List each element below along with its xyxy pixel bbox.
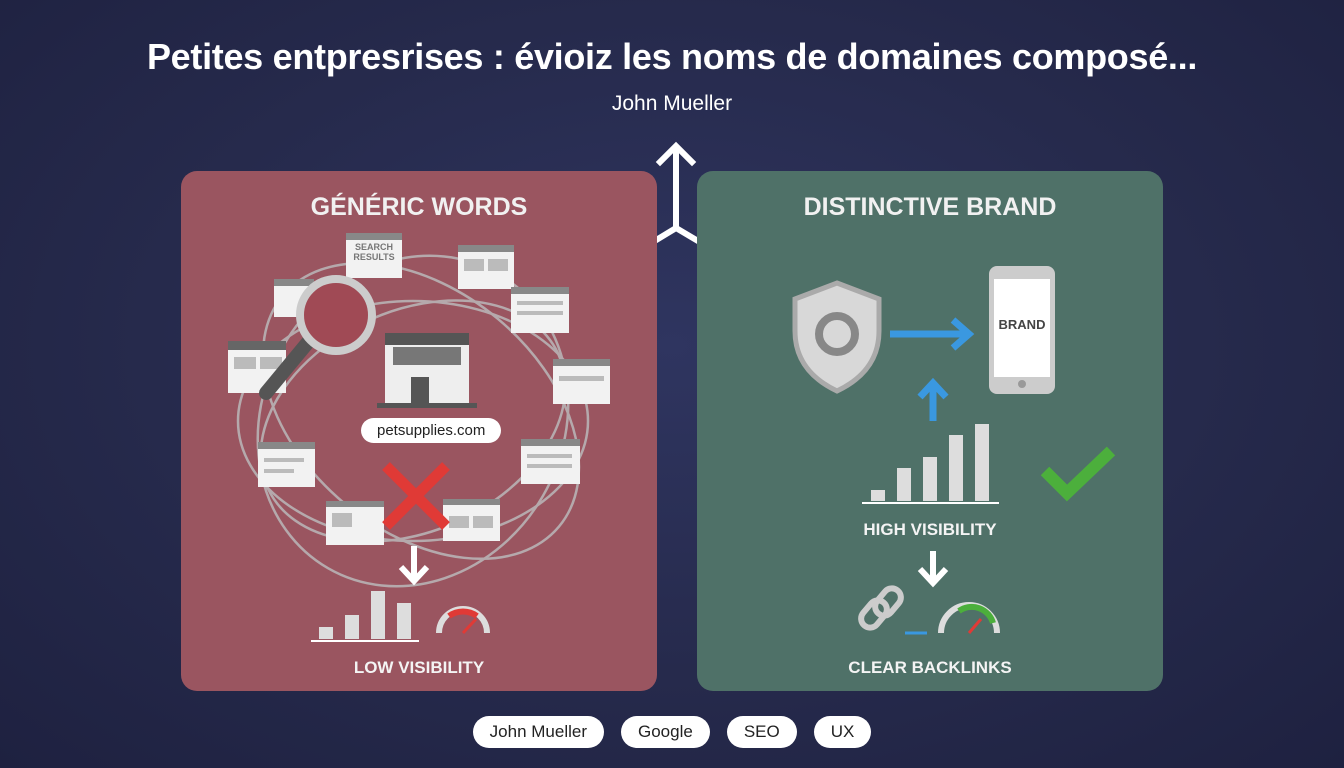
low-visibility-label: LOW VISIBILITY [353, 658, 485, 677]
distinctive-brand-panel: DISTINCTIVE BRAND BRAND [697, 171, 1163, 691]
tag-list: John Mueller Google SEO UX [0, 716, 1344, 748]
down-arrow-icon [398, 546, 430, 586]
page-title: Petites entpresrises : évioiz les noms d… [146, 36, 1198, 77]
webpage-card [326, 501, 384, 545]
speedometer-high-icon [938, 602, 1000, 634]
distinctive-brand-title: DISTINCTIVE BRAND [803, 193, 1057, 221]
generic-network-illustration [228, 233, 610, 642]
speedometer-low-icon [436, 606, 490, 635]
tag-john-mueller[interactable]: John Mueller [472, 716, 604, 748]
search-results-card-frame [346, 233, 402, 278]
bar [897, 468, 911, 501]
magnifier-icon [259, 275, 376, 400]
bar [371, 591, 385, 639]
cross-icon [382, 462, 450, 530]
webpage-card [443, 499, 500, 541]
high-visibility-label: HIGH VISIBILITY [863, 520, 997, 539]
webpage-card [258, 442, 315, 487]
webpage-card [553, 359, 610, 404]
bar [923, 457, 937, 501]
generic-words-title: GÉNÉRIC WORDS [310, 193, 528, 221]
tag-google[interactable]: Google [620, 716, 710, 748]
search-results-card: SEARCH RESULTS [353, 242, 395, 262]
bar [397, 603, 411, 639]
low-visibility-bar-chart [319, 591, 411, 639]
link-chain-icon [858, 585, 904, 631]
tag-ux[interactable]: UX [813, 716, 872, 748]
brand-illustration: BRAND [792, 266, 1116, 635]
shield-icon [792, 280, 882, 394]
webpage-card [521, 439, 580, 484]
webpage-card [458, 245, 514, 289]
checkmark-icon [1040, 446, 1116, 502]
phone-brand-text: BRAND [999, 317, 1046, 332]
domain-name-badge: petsupplies.com [361, 418, 502, 443]
bar [345, 615, 359, 639]
storefront-icon [377, 333, 477, 408]
webpage-card [511, 287, 569, 333]
tag-seo[interactable]: SEO [726, 716, 797, 748]
phone-icon: BRAND [989, 266, 1055, 394]
clear-backlinks-label: CLEAR BACKLINKS [848, 658, 1012, 677]
generic-words-panel: GÉNÉRIC WORDS [181, 171, 657, 691]
right-arrow-icon [890, 317, 975, 351]
page-subtitle: John Mueller [611, 92, 733, 115]
bar [949, 435, 963, 501]
bar [975, 424, 989, 501]
up-arrow-icon [917, 377, 949, 421]
bar [319, 627, 333, 639]
bar [871, 490, 885, 501]
webpage-cards [228, 233, 610, 545]
high-visibility-bar-chart [871, 424, 989, 501]
down-arrow-icon [917, 551, 949, 588]
